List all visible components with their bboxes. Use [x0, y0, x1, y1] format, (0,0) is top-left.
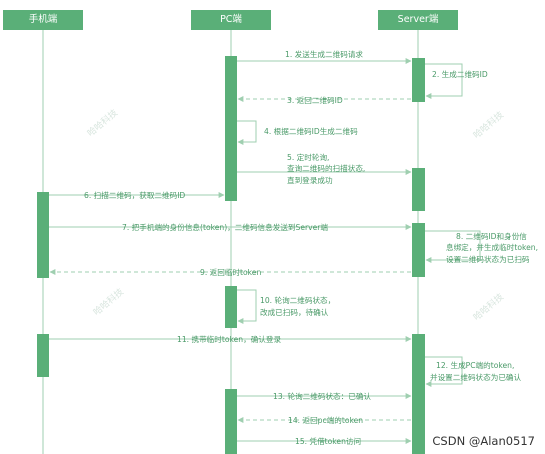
- message-12-label-line1: 12. 生成PC端的token,: [436, 360, 514, 370]
- message-8-self-arrow: [425, 230, 481, 263]
- message-5-label-line3: 直到登录成功: [287, 175, 333, 185]
- message-8-label-line3: 设置二维码状态为已扫码: [446, 254, 530, 264]
- message-5-label-line2: 查询二维码的扫描状态,: [287, 163, 365, 173]
- message-8-label-line2: 息绑定，并生成临时token,: [446, 242, 538, 252]
- message-3-label: 3. 返回二维码ID: [287, 95, 343, 105]
- pc-activation-1: [225, 56, 237, 201]
- pc-activation-2: [225, 286, 237, 328]
- message-1-label: 1. 发送生成二维码请求: [285, 49, 363, 59]
- server-activation-2: [412, 168, 425, 211]
- csdn-watermark: CSDN @Alan0517: [432, 434, 535, 448]
- pc-activation-3: [225, 389, 237, 454]
- phone-activation-1: [37, 192, 49, 278]
- message-4-label: 4. 根据二维码ID生成二维码: [264, 126, 358, 136]
- message-7-label: 7. 把手机端的身份信息(token)，二维码信息发送到Server端: [122, 222, 328, 232]
- message-14-label: 14. 返回pc端的token: [288, 415, 363, 425]
- message-12-self-arrow: [425, 356, 463, 387]
- message-6-label: 6. 扫描二维码，获取二维码ID: [84, 190, 185, 200]
- server-actor-header: Server端: [378, 10, 458, 30]
- message-10-self-arrow: [237, 289, 257, 324]
- message-2-label: 2. 生成二维码ID: [432, 69, 488, 79]
- message-12-label-line2: 并设置二维码状态为已确认: [430, 372, 522, 382]
- message-9-label: 9. 返回临时token: [200, 267, 261, 277]
- message-4-self-arrow: [237, 120, 257, 145]
- phone-activation-2: [37, 334, 49, 377]
- pc-actor-header: PC端: [191, 10, 271, 30]
- server-activation-3: [412, 223, 425, 277]
- message-2-self-arrow: [425, 63, 463, 99]
- message-8-label-line1: 8. 二维码ID和身份信: [456, 231, 527, 241]
- message-10-label-line2: 改成已扫码，待确认: [260, 307, 329, 317]
- message-10-label-line1: 10. 轮询二维码状态，: [260, 295, 335, 305]
- server-activation-4: [412, 334, 425, 454]
- message-5-label-line1: 5. 定时轮询,: [287, 152, 329, 162]
- message-11-label: 11. 携带临时token，确认登录: [177, 334, 281, 344]
- phone-actor-header: 手机端: [3, 10, 83, 30]
- server-activation-1: [412, 58, 425, 102]
- message-13-label: 13. 轮询二维码状态：已确认: [273, 391, 371, 401]
- message-15-label: 15. 凭借token访问: [295, 436, 361, 446]
